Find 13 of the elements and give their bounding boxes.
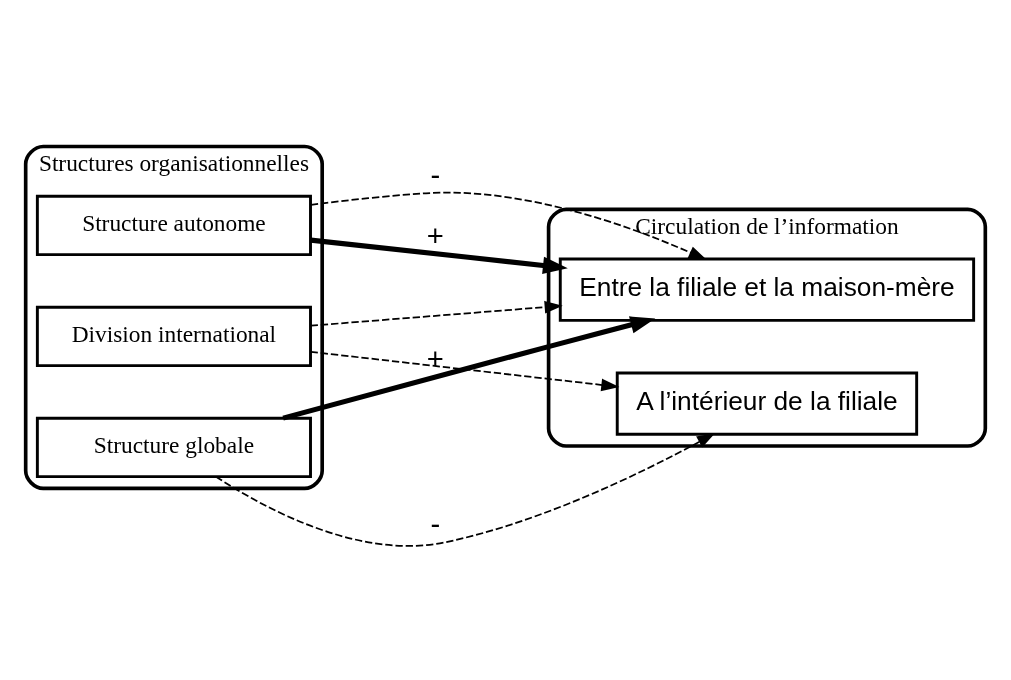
edge-label: + [426, 342, 444, 375]
arrow [309, 300, 563, 327]
arrow [310, 237, 568, 274]
node-box: Structure autonome [35, 194, 312, 256]
edge-label: - [430, 507, 441, 540]
edge-label: - [430, 158, 441, 190]
node-box: Structure globale [35, 416, 312, 478]
arrow [282, 315, 656, 421]
node-box: A l’intérieur de la filiale [615, 370, 919, 436]
arrow [215, 432, 716, 547]
node-box: Entre la filiale et la maison-mère [558, 257, 976, 322]
edge-label: + [426, 219, 444, 252]
node-box: Division international [35, 305, 312, 367]
